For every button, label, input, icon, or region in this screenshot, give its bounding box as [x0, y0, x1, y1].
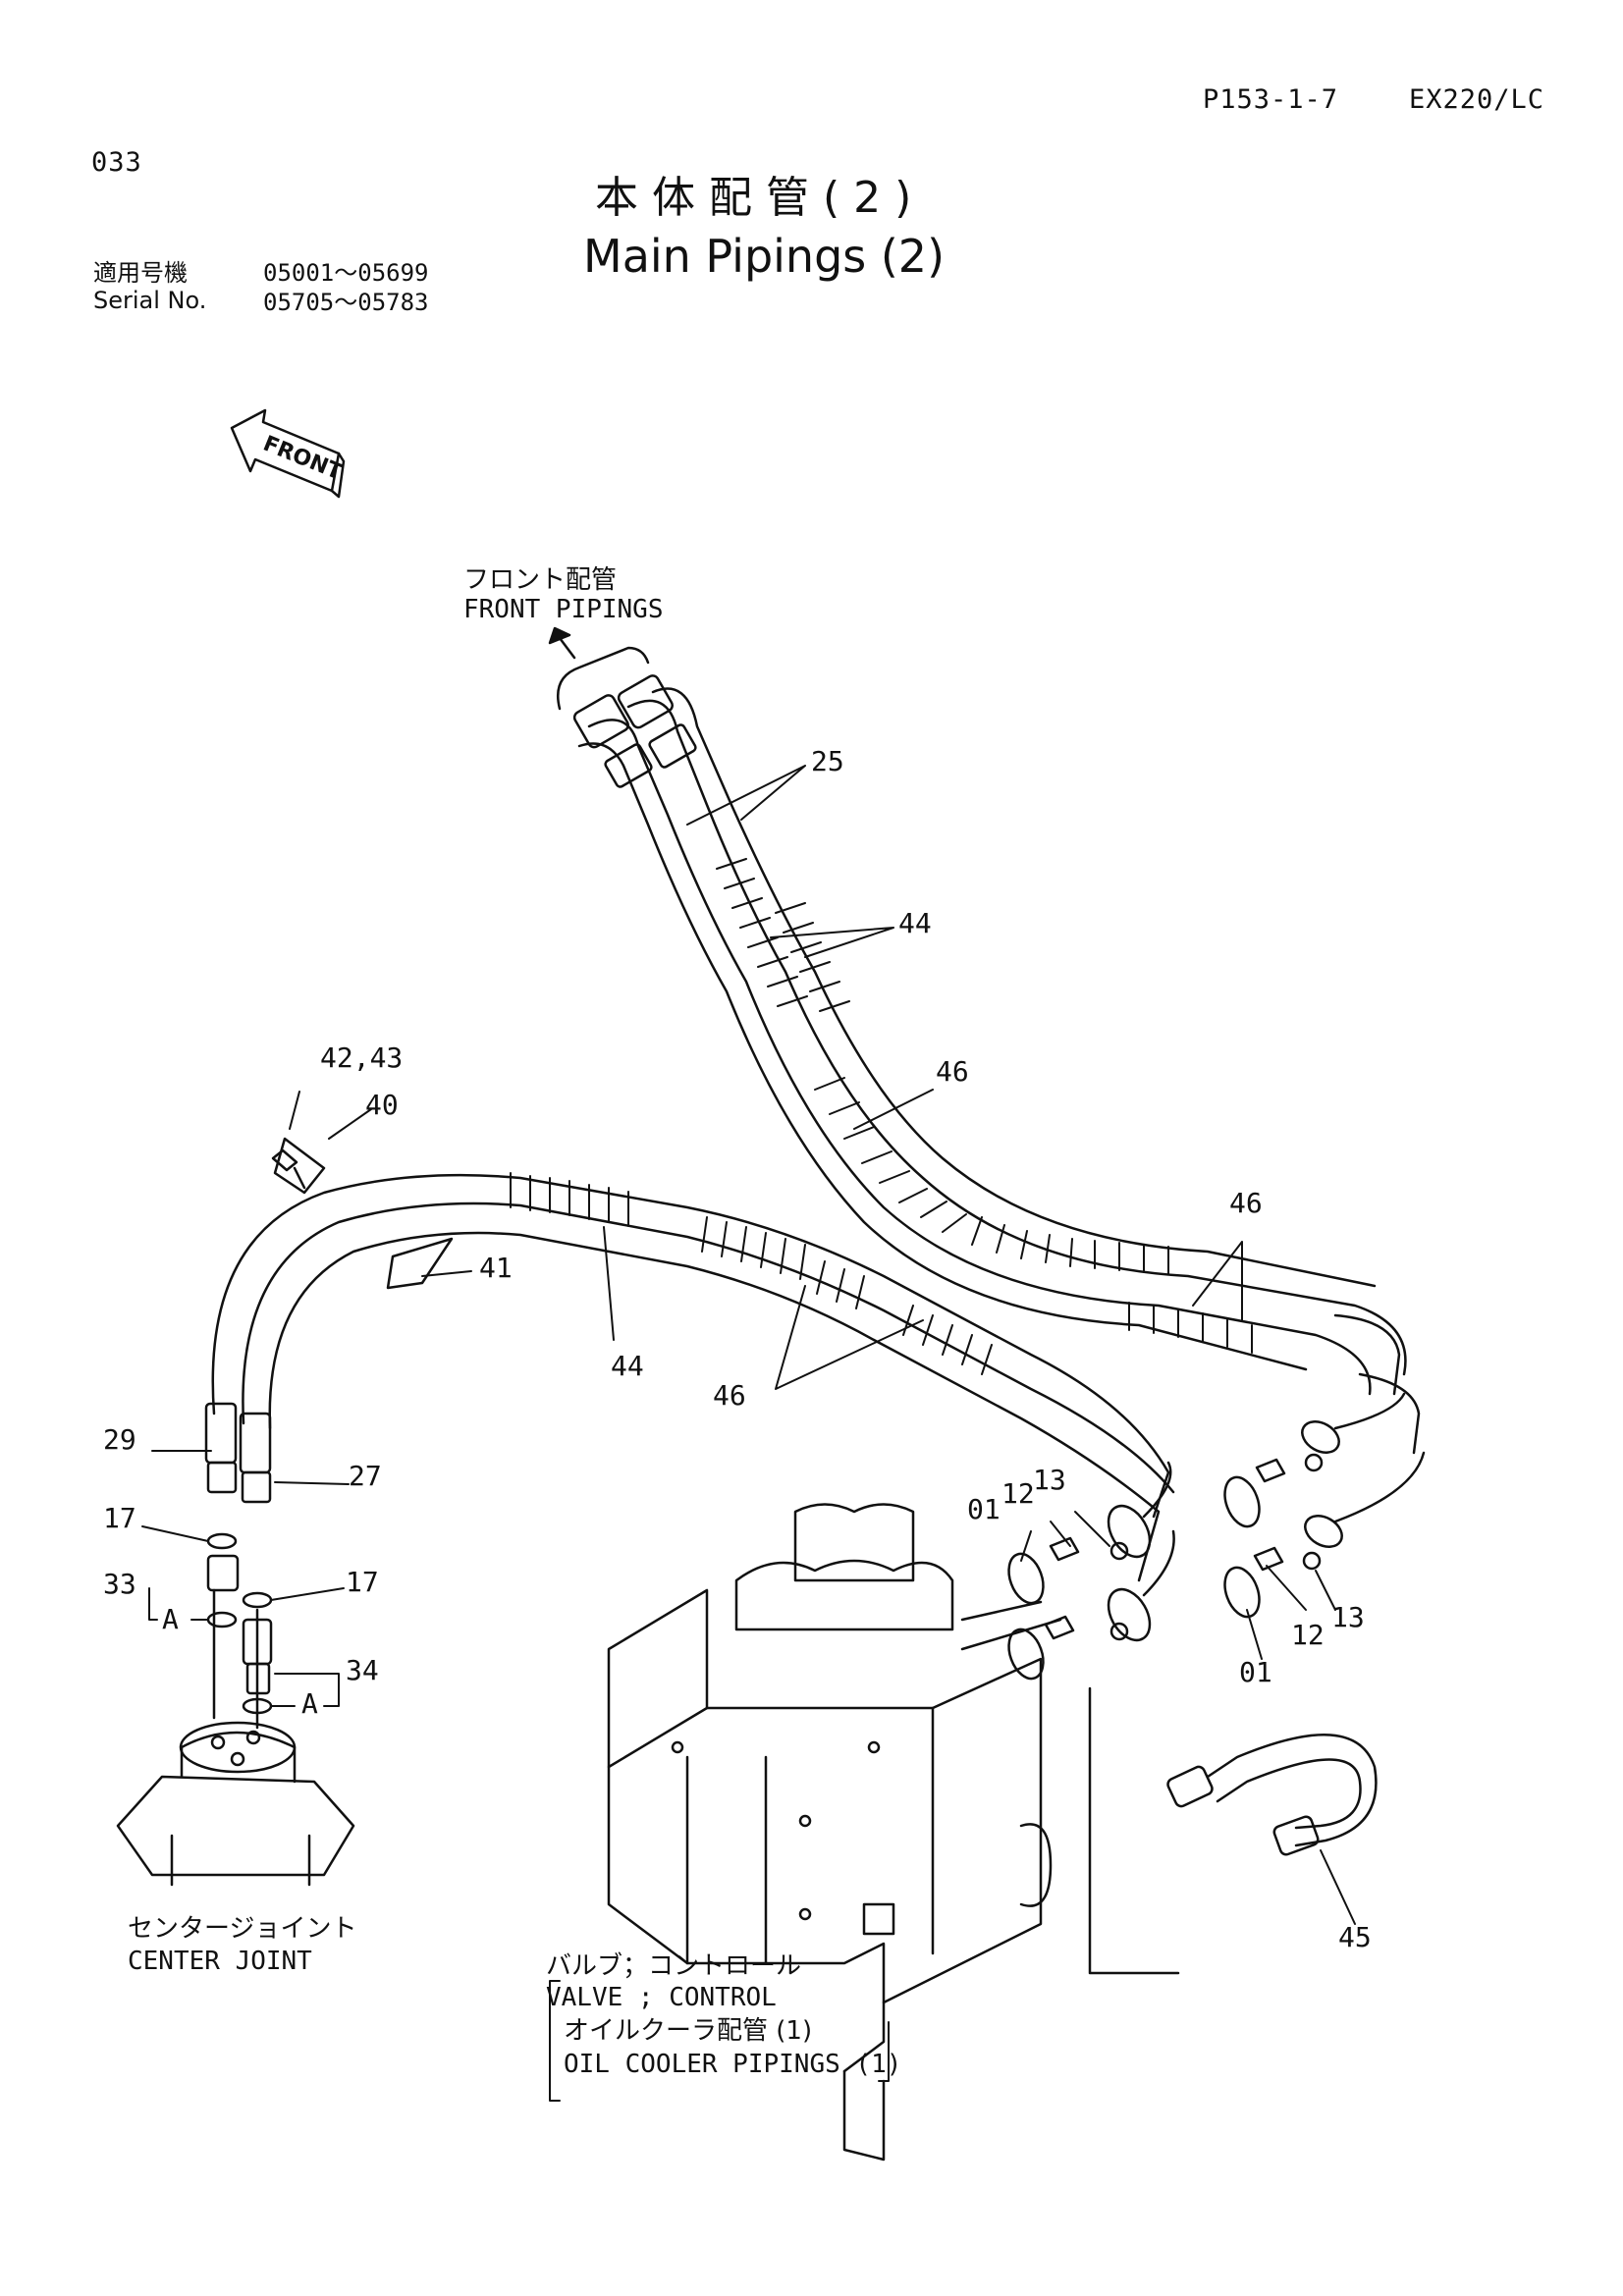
lower-hoses [206, 1173, 1173, 1580]
callout-29: 29 [103, 1423, 136, 1456]
callout-13-right: 13 [1331, 1601, 1365, 1633]
callout-12-right: 12 [1291, 1619, 1325, 1651]
callout-01-right: 01 [1239, 1656, 1272, 1688]
callout-46-right: 46 [1229, 1187, 1263, 1219]
flanges [962, 1455, 1322, 1683]
callout-17-lower: 17 [346, 1566, 379, 1598]
callout-46-lower: 46 [713, 1379, 746, 1412]
callout-27: 27 [349, 1460, 382, 1492]
serial-range-1: 05001～05699 [263, 259, 429, 287]
front-pipings-label-jp: フロント配管 [463, 565, 618, 595]
serial-range-2: 05705～05783 [263, 289, 429, 316]
callout-44-lower: 44 [611, 1350, 644, 1382]
callout-a-upper: A [162, 1603, 179, 1635]
oil-cooler-label-en: OIL COOLER PIPINGS (1) [564, 2050, 902, 2079]
front-pipings-label-en: FRONT PIPINGS [463, 595, 664, 624]
clamp-parts [273, 1139, 452, 1288]
hose-45 [1090, 1688, 1376, 1973]
title-japanese: 本体配管(2) [595, 173, 926, 223]
callout-a-lower: A [301, 1687, 318, 1720]
center-joint-label-jp: センタージョイント [128, 1914, 357, 1944]
leader-lines [142, 766, 1355, 2101]
callout-25: 25 [811, 745, 844, 777]
serial-label-jp: 適用号機 [93, 259, 188, 287]
callout-17-upper: 17 [103, 1502, 136, 1534]
callout-34: 34 [346, 1654, 379, 1686]
control-valve [609, 1505, 1051, 2161]
callout-12-left: 12 [1001, 1477, 1035, 1510]
callout-40: 40 [365, 1089, 399, 1121]
valve-label-jp: バルブ；コントロール [546, 1951, 802, 1981]
callout-33: 33 [103, 1568, 136, 1600]
front-arrow-icon: FRONT [232, 410, 346, 497]
center-joint-label-en: CENTER JOINT [128, 1947, 312, 1976]
center-joint [118, 1534, 353, 1885]
callout-01-left: 01 [967, 1493, 1001, 1525]
callout-13-left: 13 [1033, 1464, 1066, 1496]
model-name: EX220/LC [1409, 84, 1545, 115]
callout-44-upper: 44 [898, 907, 932, 939]
oil-cooler-label-jp: オイルクーラ配管 (1) [564, 2016, 813, 2046]
upper-hoses [572, 673, 1424, 1553]
page-code: P153-1-7 [1203, 84, 1339, 115]
page-number: 033 [91, 147, 142, 178]
callout-45: 45 [1338, 1921, 1372, 1953]
valve-label-en: VALVE ; CONTROL [546, 1983, 777, 2012]
callout-46-upper: 46 [936, 1055, 969, 1088]
front-pipings-arrow-icon [550, 628, 648, 709]
serial-label-en: Serial No. [93, 287, 207, 314]
callout-42-43: 42,43 [320, 1041, 404, 1074]
title-english: Main Pipings (2) [583, 230, 946, 283]
callout-41: 41 [479, 1252, 513, 1284]
